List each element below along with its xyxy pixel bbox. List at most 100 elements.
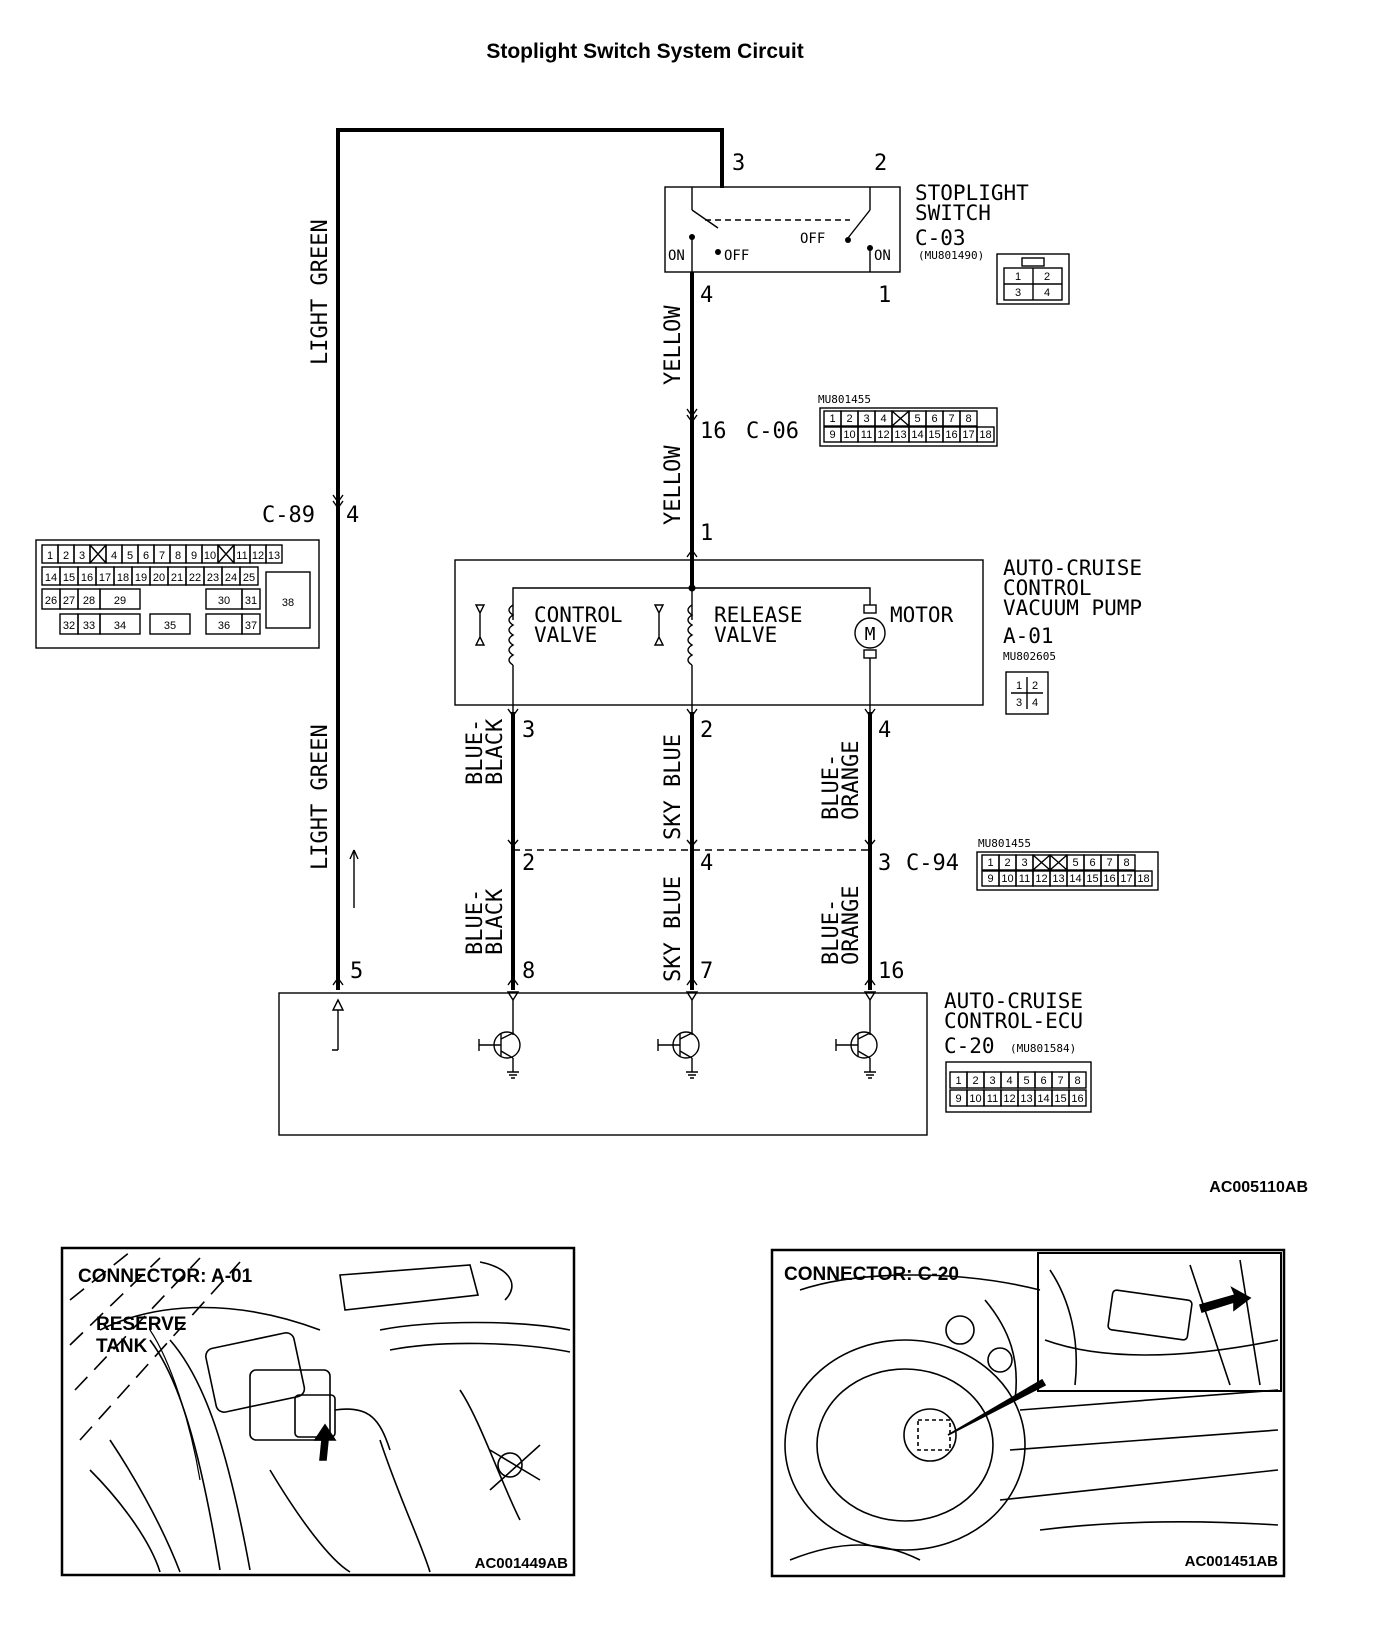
connector-pin-cell: 14	[1069, 873, 1081, 885]
photo-left-connector-a01: CONNECTOR: A-01 RESERVE TANK AC001449AB	[60, 1246, 576, 1577]
connector-pin-cell: 22	[189, 572, 201, 584]
pump-connector-face	[1005, 671, 1049, 715]
release-valve-label-2: VALVE	[714, 623, 777, 647]
connector-pin-cell: 16	[1071, 1093, 1083, 1105]
switch-state-off-right: OFF	[800, 231, 825, 247]
connector-pin-cell: 33	[83, 620, 95, 632]
connector-pin-cell: 26	[45, 595, 57, 607]
connector-pin-cell: 12	[252, 550, 264, 562]
c94-pin-3: 3	[878, 851, 891, 876]
c94-chevrons	[507, 839, 876, 847]
pump-in-chevron	[686, 549, 698, 558]
connector-pin-cell: 13	[894, 429, 906, 441]
ecu-name-2: CONTROL-ECU	[944, 1009, 1083, 1033]
switch-code: C-03	[915, 226, 966, 250]
connector-pin-cell: 3	[1021, 857, 1027, 869]
wiring	[332, 128, 876, 990]
connector-pin-cell: 9	[955, 1093, 961, 1105]
c06-part: MU801455	[818, 393, 871, 406]
switch-name-1: STOPLIGHT	[915, 181, 1029, 205]
motor-icon	[854, 617, 886, 649]
label-blue-black-a2: BLACK	[483, 718, 508, 785]
wire-light-green	[336, 128, 724, 990]
connector-pin-cell: 2	[846, 413, 852, 425]
connector-pin-cell: 16	[1103, 873, 1115, 885]
connector-pin-cell: 3	[79, 550, 85, 562]
ecu-pin-8: 8	[522, 959, 535, 984]
c89-connector-face	[35, 539, 320, 649]
connector-pin-cell: 24	[225, 572, 237, 584]
ecu5-chevron	[332, 977, 344, 986]
label-blue-orange-a1: BLUE-	[819, 754, 844, 820]
diagram-title: Stoplight Switch System Circuit	[486, 40, 803, 63]
ecu-name-1: AUTO-CRUISE	[944, 989, 1083, 1013]
ecu7-chevron	[686, 977, 698, 986]
switch-state-on-left: ON	[668, 248, 685, 264]
connector-pin-cell: 30	[218, 595, 230, 607]
connector-pin-cell: 3	[989, 1075, 995, 1087]
connector-pin-cell: 35	[164, 620, 176, 632]
label-blue-orange-b1: BLUE-	[819, 899, 844, 965]
connector-pin-cell: 17	[1120, 873, 1132, 885]
pump-pin-2: 2	[700, 718, 713, 743]
connector-pin-cell: 20	[153, 572, 165, 584]
connector-pin-cell: 2	[972, 1075, 978, 1087]
control-valve-icon	[474, 604, 486, 646]
photo-left-label-2: TANK	[96, 1336, 148, 1357]
connector-pin-cell: 1	[47, 550, 53, 562]
photo-right-inset	[1037, 1252, 1282, 1392]
ecu-code: C-20	[944, 1034, 995, 1058]
connector-pin-cell: 17	[962, 429, 974, 441]
switch-pin-1: 1	[878, 283, 891, 308]
engine-bay-sketch	[69, 1251, 571, 1573]
figure-id-left: AC001449AB	[475, 1555, 569, 1572]
ecu-pin-7: 7	[700, 959, 713, 984]
label-blue-orange-a2: ORANGE	[839, 741, 864, 820]
ecu: 5 8 7 16 AUTO-CRUISE CONTROL-ECU C-20 (M…	[278, 959, 1092, 1136]
connector-pin-cell: 10	[969, 1093, 981, 1105]
pump-pin-3: 3	[522, 718, 535, 743]
switch-part: (MU801490)	[918, 249, 984, 262]
vacuum-pump: 1 M CONTROL VALVE RELEASE VALVE MOTOR AU…	[454, 521, 1142, 743]
ecu-input-icon	[331, 998, 345, 1051]
transistor-icon	[657, 991, 700, 1079]
connector-pin-cell: 16	[945, 429, 957, 441]
ecu-box	[278, 992, 928, 1136]
connector-pin-cell: 11	[987, 1093, 998, 1105]
connector-pin-cell: 7	[159, 550, 165, 562]
connector-pin-cell: 14	[911, 429, 923, 441]
connector-pin-cell: 28	[83, 595, 95, 607]
switch-state-off-left: OFF	[724, 248, 749, 264]
label-light-green-lower: LIGHT GREEN	[308, 724, 333, 870]
motor-label: MOTOR	[890, 603, 954, 627]
connector-pin-cell: 15	[1086, 873, 1098, 885]
connector-pin-cell: 11	[236, 550, 247, 562]
connector-pin-cell: 13	[268, 550, 280, 562]
connector-pin-cell: 34	[114, 620, 126, 632]
label-sky-blue-lower: SKY BLUE	[661, 876, 686, 982]
photo-right-connector-label: CONNECTOR: C-20	[784, 1264, 959, 1285]
svg-text:3: 3	[1015, 287, 1021, 299]
connector-pin-cell: 8	[1074, 1075, 1080, 1087]
connector-pin-cell: 10	[843, 429, 855, 441]
connector-pin-cell: 5	[914, 413, 920, 425]
connector-pin-cell: 3	[863, 413, 869, 425]
svg-text:2: 2	[1044, 271, 1050, 283]
connector-pin-cell: 32	[63, 620, 75, 632]
connector-pin-cell: 12	[1035, 873, 1047, 885]
connector-pin-cell: 6	[1040, 1075, 1046, 1087]
label-light-green-upper: LIGHT GREEN	[308, 219, 333, 365]
dashboard-sketch	[784, 1259, 1279, 1561]
label-yellow-upper: YELLOW	[661, 305, 686, 385]
connector-pin-cell: 18	[1137, 873, 1149, 885]
svg-text:4: 4	[1032, 697, 1038, 709]
connector-pin-cell: 18	[117, 572, 129, 584]
connector-pin-cell: 37	[245, 620, 257, 632]
label-blue-orange-b2: ORANGE	[839, 886, 864, 965]
connector-pin-cell: 4	[111, 550, 117, 562]
connector-pin-cell: 19	[135, 572, 147, 584]
